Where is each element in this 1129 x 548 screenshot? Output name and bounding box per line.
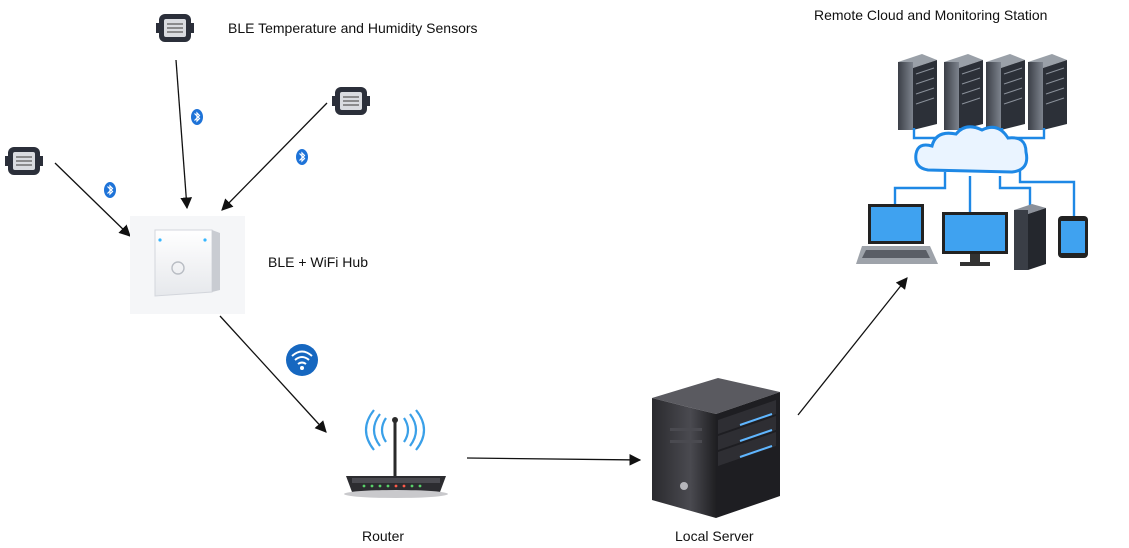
hub-label: BLE + WiFi Hub <box>268 254 368 270</box>
server-label: Local Server <box>675 528 754 544</box>
arrow-sensor-top-to-hub <box>175 59 193 210</box>
hub-device-icon <box>130 216 245 314</box>
server-tower-icon <box>652 378 780 518</box>
cloud-station-label: Remote Cloud and Monitoring Station <box>814 7 1048 23</box>
sensors-label: BLE Temperature and Humidity Sensors <box>228 20 478 36</box>
arrow-sensor-right-to-hub <box>221 102 328 211</box>
bluetooth-icon <box>103 181 117 199</box>
sensor-device-icon <box>331 86 371 116</box>
arrow-hub-to-router <box>219 315 327 433</box>
sensor-device-icon <box>155 13 195 43</box>
wifi-icon <box>286 344 318 376</box>
sensor-device-icon <box>4 146 44 176</box>
router-label: Router <box>362 528 405 544</box>
arrow-router-to-server <box>466 454 642 466</box>
bluetooth-icon <box>190 108 204 126</box>
cloud-monitoring-icon <box>856 54 1088 270</box>
arrow-sensor-left-to-hub <box>54 162 131 237</box>
router-icon <box>344 409 448 498</box>
bluetooth-icon <box>295 148 309 166</box>
arrow-server-to-cloud <box>797 277 908 416</box>
